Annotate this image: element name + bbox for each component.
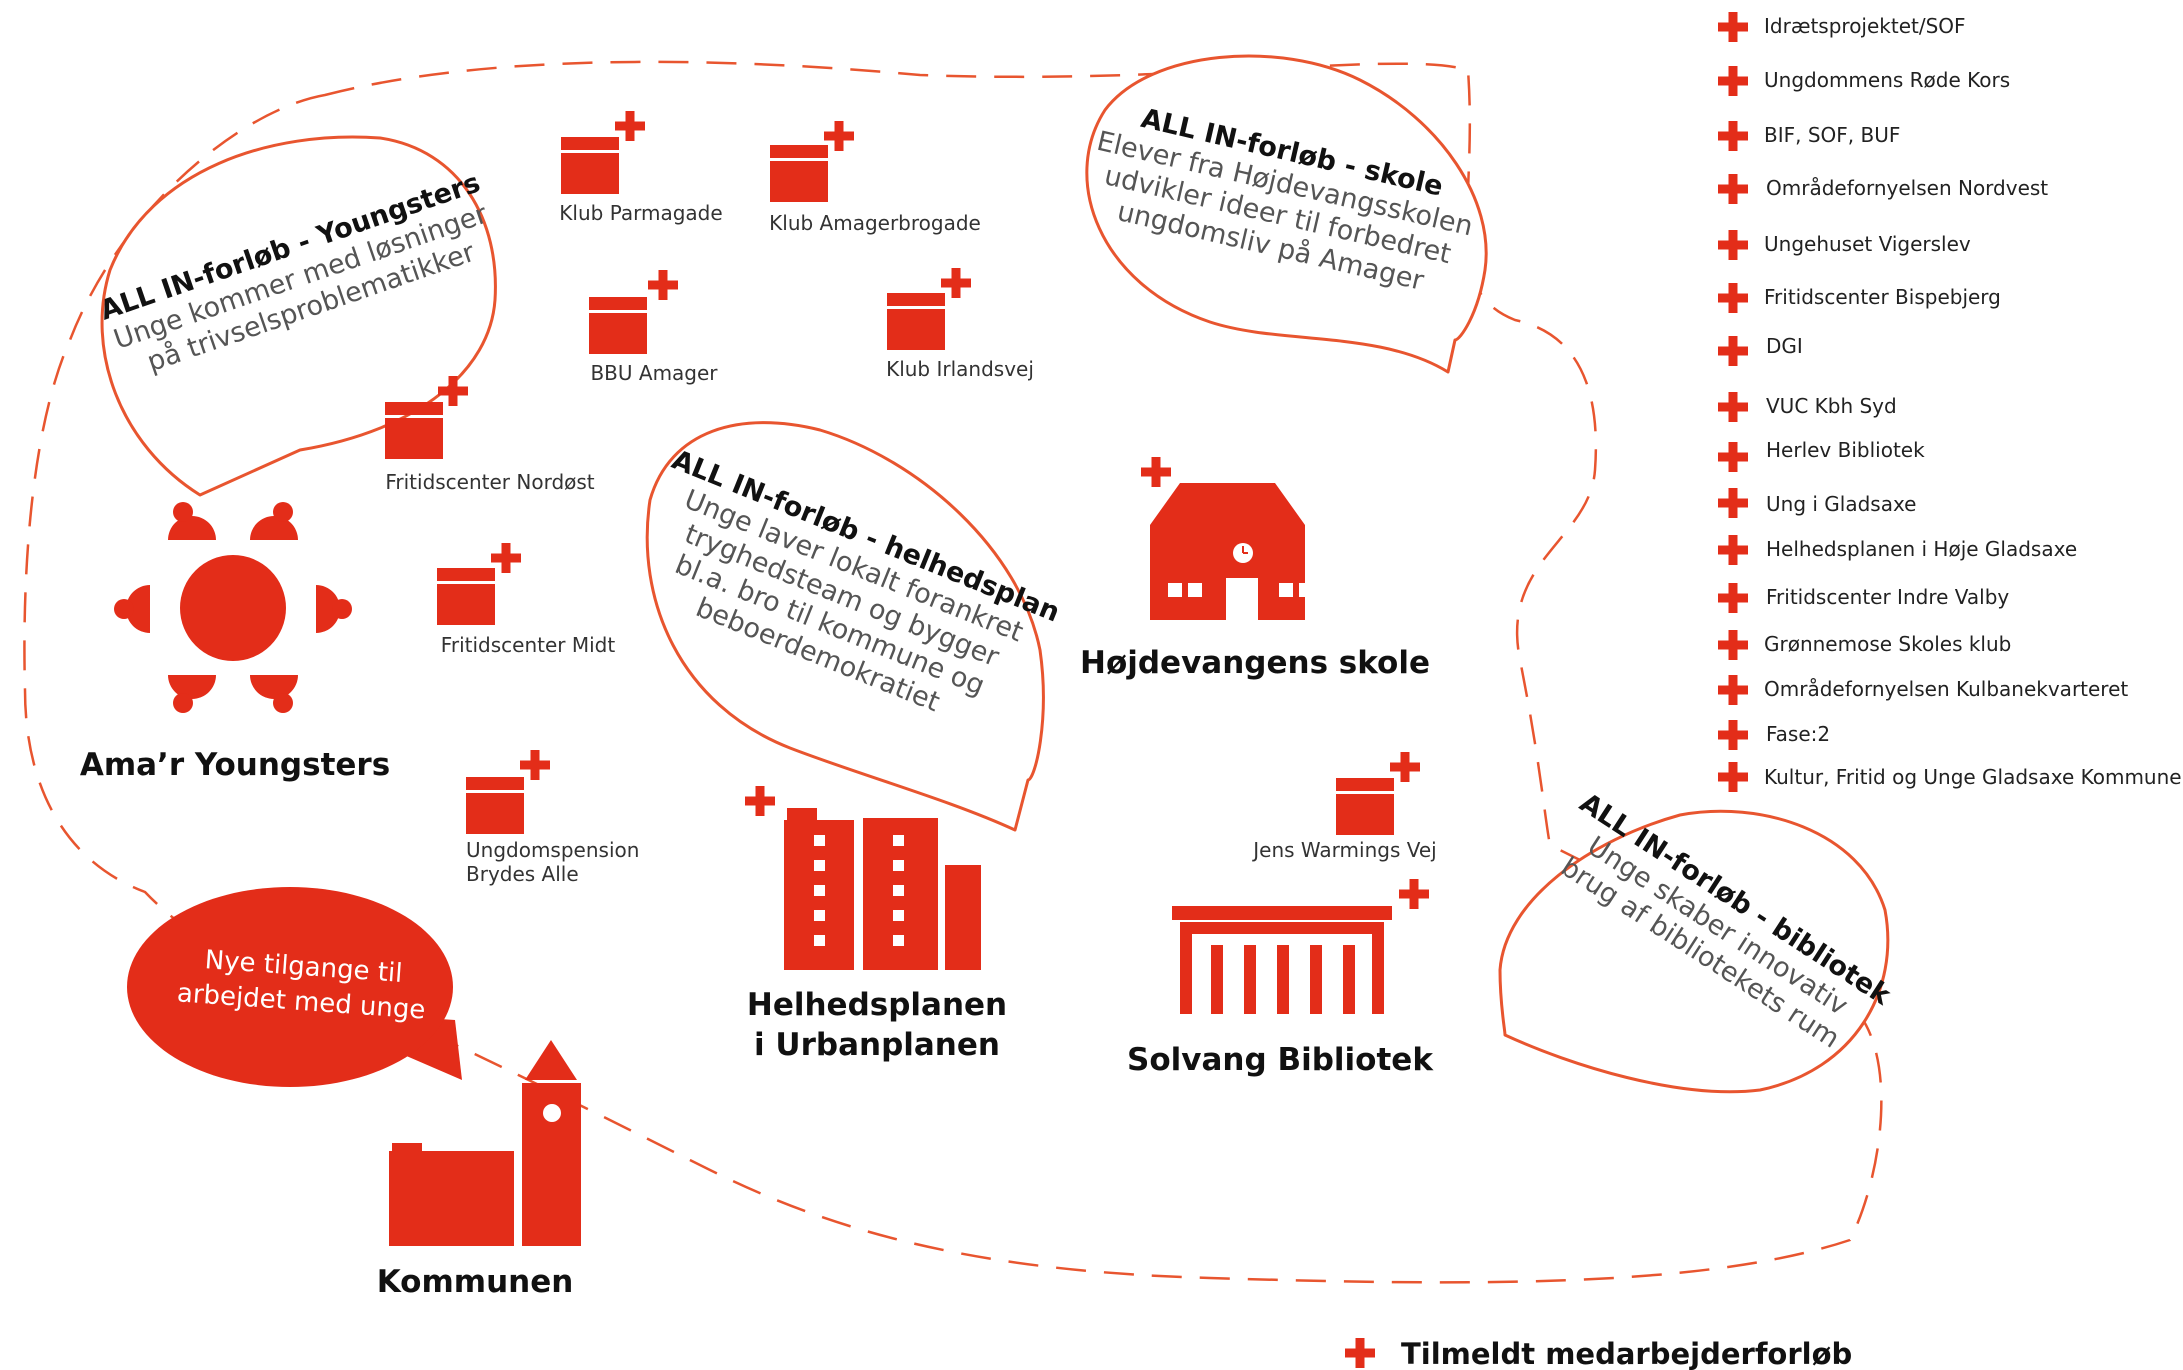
box-icon [561,137,619,194]
bubble-helhedsplan: ALL IN-forløb - helhedsplan Unge laver l… [645,421,1064,832]
red-plus-icon [941,268,971,298]
club-label-midt: Fritidscenter Midt [441,633,616,657]
red-plus-icon [1718,392,1748,422]
club-label-jens: Jens Warmings Vej [1251,838,1436,862]
club-label-parmagade: Klub Parmagade [559,201,722,225]
club-label-irlandsvej: Klub Irlandsvej [886,357,1034,381]
actor-label-housing: Helhedsplanen [747,987,1007,1023]
legend-item: DGI [1766,334,1803,358]
red-plus-icon [1718,488,1748,518]
box-icon [887,293,945,350]
apartment-blocks-icon [745,786,981,970]
legend-item: BIF, SOF, BUF [1764,123,1900,147]
red-plus-icon [1390,752,1420,782]
red-plus-icon [491,543,521,573]
bubble-school: ALL IN-forløb - skole Elever fra Højdeva… [1085,54,1488,374]
box-icon [770,145,828,202]
legend-item: Idrætsprojektet/SOF [1764,14,1966,38]
red-plus-icon [1718,174,1748,204]
library-building-icon [1172,879,1429,1014]
legend-item: Kultur, Fritid og Unge Gladsaxe Kommune [1764,765,2182,789]
actor-label-school: Højdevangens skole [1080,645,1430,681]
red-plus-icon [1718,675,1748,705]
red-plus-icon [520,750,550,780]
legend: Idrætsprojektet/SOF Ungdommens Røde Kors… [1718,12,2182,792]
red-plus-icon [648,270,678,300]
red-plus-icon [615,111,645,141]
actor-label-municipality: Kommunen [377,1264,574,1300]
school-building-icon [1141,457,1313,620]
club-label-pension: Brydes Alle [466,862,579,886]
people-around-table-icon [114,502,352,713]
legend-item: Ungdommens Røde Kors [1764,68,2010,92]
red-plus-icon [1718,336,1748,366]
red-plus-icon [1718,535,1748,565]
box-icon [589,297,647,354]
legend-item: Grønnemose Skoles klub [1764,632,2011,656]
church-building-icon [389,1040,581,1246]
club-label-pension: Ungdomspension [466,838,639,862]
actor-label-youngsters: Ama’r Youngsters [80,747,390,783]
actor-label-housing: i Urbanplanen [754,1027,1000,1063]
box-icon [1336,778,1394,835]
legend-item: Helhedsplanen i Høje Gladsaxe [1766,537,2077,561]
red-plus-icon [1718,583,1748,613]
legend-item: Fritidscenter Bispebjerg [1764,285,2001,309]
legend-item: Ung i Gladsaxe [1766,492,1917,516]
legend-item: Fritidscenter Indre Valby [1766,585,2009,609]
bubble-library: ALL IN-forløb - bibliotek Unge skaber in… [1498,787,1897,1094]
club-label-bbu: BBU Amager [590,361,718,385]
legend-item: VUC Kbh Syd [1766,394,1897,418]
red-plus-icon [1718,283,1748,313]
club-label-nordost: Fritidscenter Nordøst [385,470,594,494]
red-plus-icon [1718,762,1748,792]
red-plus-icon [1718,230,1748,260]
red-plus-icon [824,121,854,151]
red-plus-icon [1718,720,1748,750]
red-plus-icon [1718,66,1748,96]
box-icon [437,568,495,625]
red-plus-icon [1718,12,1748,42]
legend-item: Herlev Bibliotek [1766,438,1925,462]
box-icon [466,777,524,834]
legend-item: Ungehuset Vigerslev [1764,232,1971,256]
red-plus-icon [1718,442,1748,472]
legend-item: Områdefornyelsen Kulbanekvarteret [1764,677,2128,701]
legend-item: Fase:2 [1766,722,1830,746]
red-plus-icon [1718,121,1748,151]
box-icon [385,402,443,459]
red-plus-icon [1345,1338,1375,1368]
bubble-new-approaches: Nye tilgange til arbejdet med unge [127,887,462,1087]
legend-footer: Tilmeldt medarbejderforløb [1401,1337,1852,1370]
club-label-amagerbrogade: Klub Amagerbrogade [769,211,981,235]
legend-item: Områdefornyelsen Nordvest [1766,176,2048,200]
bubble-youngsters: ALL IN-forløb - Youngsters Unge kommer m… [96,135,497,497]
actor-label-library: Solvang Bibliotek [1127,1042,1434,1078]
red-plus-icon [1718,630,1748,660]
